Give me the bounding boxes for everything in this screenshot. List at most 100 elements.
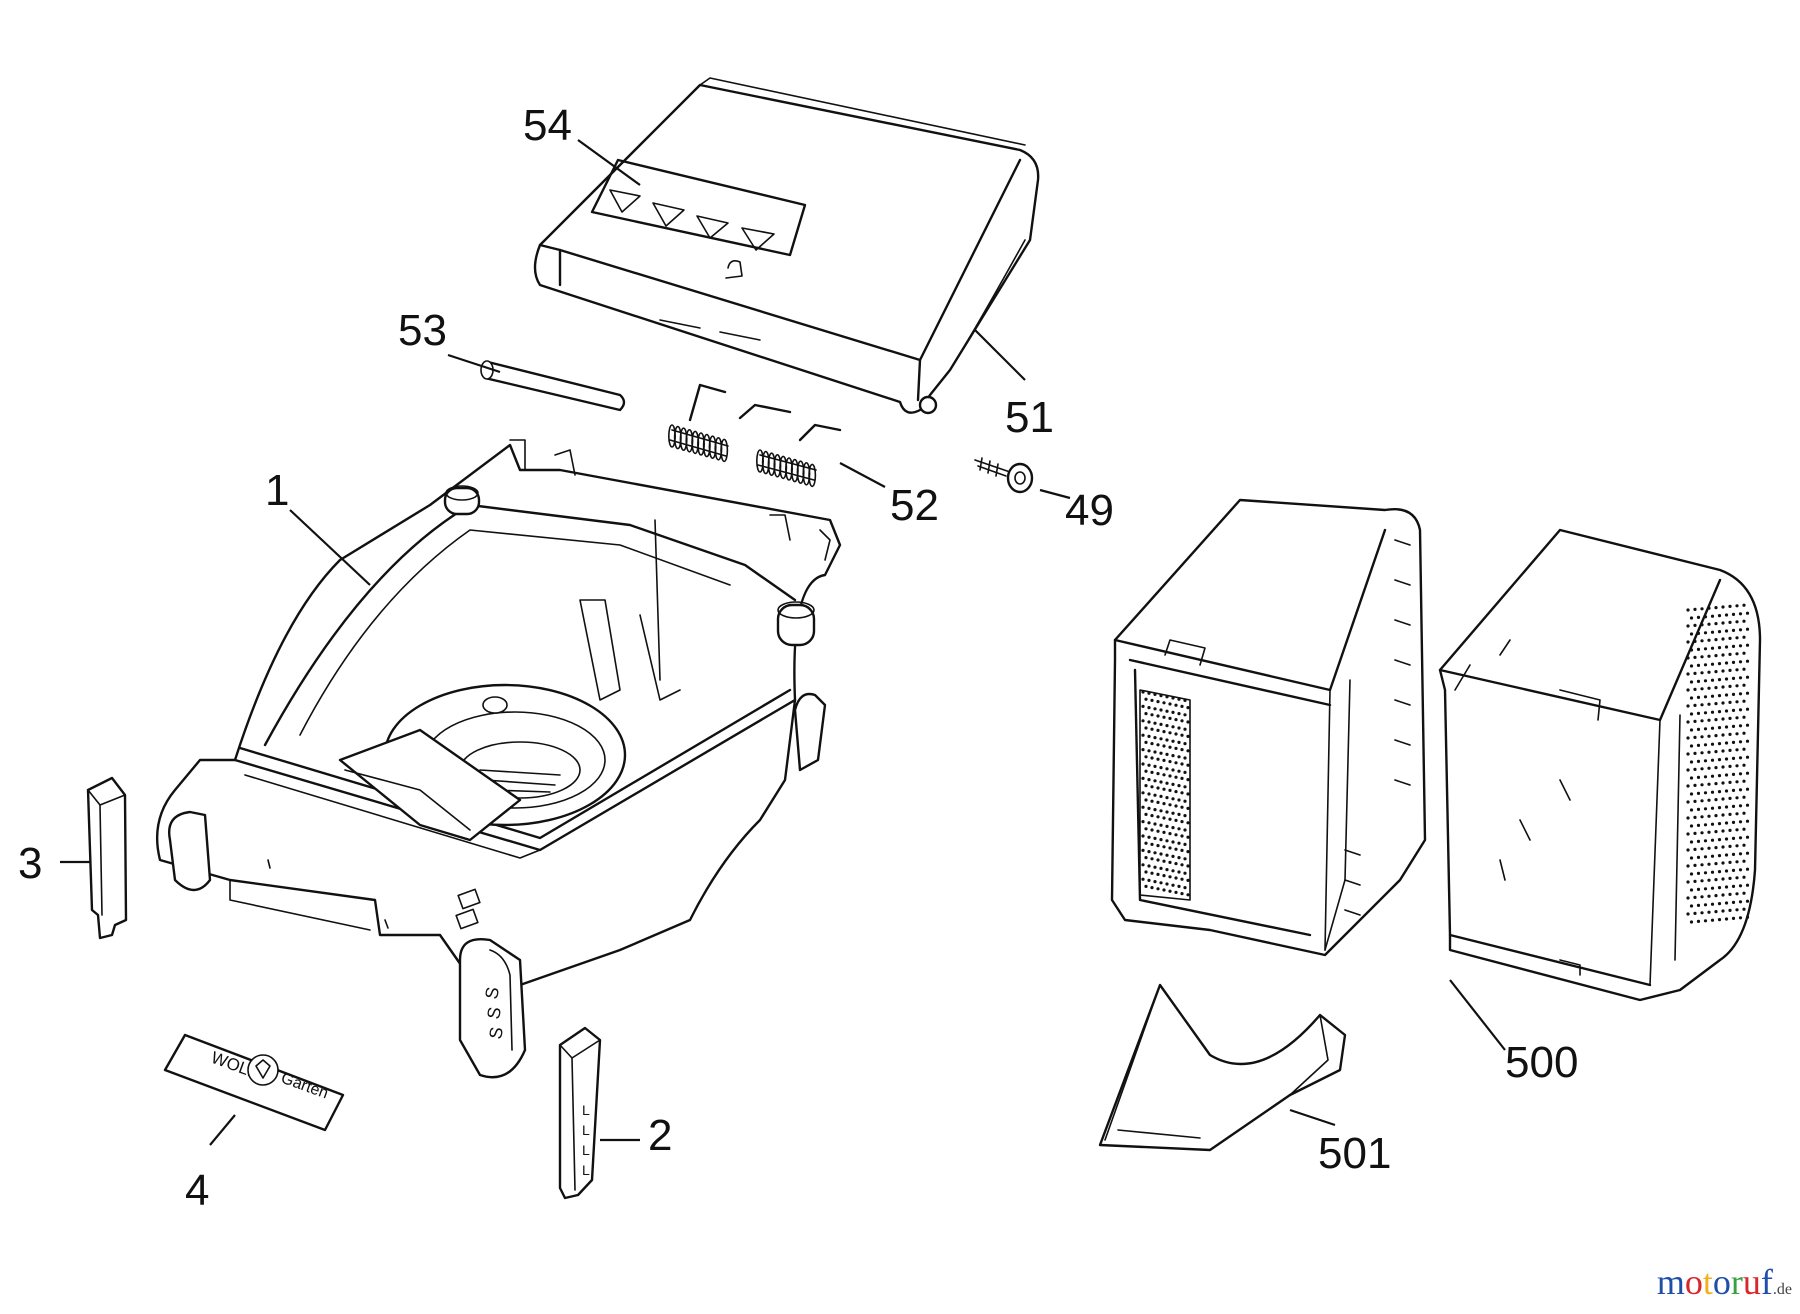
mesh-dot: [1731, 804, 1736, 809]
side-flap-left: [86, 776, 128, 940]
mesh-dot: [1731, 724, 1736, 729]
mesh-dot: [1717, 854, 1722, 858]
mesh-dot: [1724, 757, 1729, 761]
mesh-dot: [1177, 726, 1181, 730]
mesh-dot: [1700, 895, 1704, 899]
mesh-dot: [1168, 788, 1172, 793]
mesh-dot: [1721, 717, 1725, 721]
mesh-dot: [1186, 706, 1190, 710]
grass-catcher-chute: [1098, 983, 1347, 1152]
callout-3: 3: [18, 839, 42, 888]
mesh-dot: [1689, 904, 1694, 908]
grass-catcher-left-half: [1110, 498, 1427, 957]
mesh-dot: [1150, 713, 1154, 717]
mesh-dot: [1156, 800, 1160, 805]
mesh-dot: [1717, 758, 1722, 762]
mesh-dot: [1689, 648, 1694, 652]
mesh-dot: [1714, 814, 1718, 818]
rear-flap-cover: [533, 77, 1040, 415]
mesh-dot: [1156, 872, 1160, 877]
mesh-dot: [1693, 751, 1697, 756]
mesh-dot: [1156, 844, 1160, 848]
mesh-dot: [1686, 864, 1690, 868]
mesh-dot: [1714, 718, 1718, 722]
mesh-dot: [1686, 720, 1690, 724]
mesh-dot: [1168, 860, 1172, 865]
mesh-dot: [1162, 701, 1166, 705]
mesh-dot: [1731, 852, 1736, 857]
mesh-dot: [1177, 856, 1181, 860]
mesh-dot: [1731, 708, 1736, 713]
mesh-dot: [1742, 891, 1746, 895]
mesh-dot: [1724, 789, 1729, 793]
mesh-dot: [1177, 841, 1181, 845]
mesh-dot: [1703, 823, 1708, 827]
mesh-dot: [1186, 763, 1190, 767]
mesh-dot: [1150, 698, 1154, 703]
mesh-dot: [1703, 631, 1708, 635]
watermark-letter: o: [1684, 1262, 1703, 1302]
mesh-dot: [1735, 812, 1739, 816]
mesh-dot: [1735, 652, 1739, 656]
mesh-dot: [1171, 710, 1175, 715]
mesh-dot: [1696, 919, 1701, 924]
mesh-dot: [1689, 840, 1694, 844]
mesh-dot: [1742, 779, 1746, 783]
mesh-dot: [1186, 850, 1190, 854]
mesh-dot: [1728, 812, 1732, 817]
mesh-dot: [1745, 643, 1750, 647]
mesh-dot: [1689, 824, 1694, 828]
mesh-dot: [1156, 757, 1160, 761]
callout-500: 500: [1505, 1038, 1578, 1087]
mesh-dot: [1171, 826, 1175, 830]
mesh-dot: [1738, 660, 1743, 664]
mesh-dot: [1150, 886, 1154, 890]
mesh-dot: [1144, 841, 1148, 845]
mesh-dot: [1180, 776, 1184, 781]
callout-51: 51: [1005, 393, 1054, 442]
mesh-dot: [1745, 803, 1750, 807]
mesh-dot: [1700, 751, 1704, 755]
mesh-dot: [1700, 719, 1704, 723]
mesh-dot: [1738, 868, 1743, 872]
mesh-dot: [1714, 782, 1718, 786]
mesh-dot: [1707, 862, 1711, 866]
mesh-dot: [1150, 785, 1154, 789]
mesh-dot: [1703, 759, 1708, 763]
mesh-dot: [1721, 637, 1725, 641]
mesh-dot: [1177, 812, 1181, 817]
mesh-dot: [1693, 799, 1697, 804]
mesh-dot: [1745, 819, 1750, 823]
mesh-dot: [1728, 748, 1732, 753]
mesh-dot: [1717, 678, 1722, 682]
mesh-dot: [1147, 749, 1151, 753]
mesh-dot: [1703, 743, 1708, 747]
mesh-dot: [1742, 763, 1746, 767]
mesh-dot: [1177, 740, 1181, 745]
mesh-dot: [1738, 644, 1743, 648]
mesh-dot: [1689, 920, 1694, 924]
mesh-dot: [1168, 702, 1172, 706]
mesh-dot: [1186, 821, 1190, 825]
mesh-dot: [1735, 796, 1739, 800]
mesh-dot: [1745, 659, 1750, 663]
mesh-dot: [1183, 727, 1187, 731]
mesh-dot: [1153, 822, 1157, 826]
mesh-dot: [1168, 716, 1172, 721]
mesh-dot: [1696, 679, 1701, 684]
mesh-dot: [1165, 839, 1169, 843]
mesh-dot: [1728, 668, 1732, 673]
mesh-dot: [1731, 628, 1736, 633]
mesh-dot: [1141, 748, 1145, 752]
mesh-dot: [1745, 915, 1750, 919]
mesh-dot: [1721, 621, 1725, 625]
mesh-dot: [1696, 663, 1701, 668]
mesh-dot: [1696, 791, 1701, 796]
mesh-dot: [1696, 647, 1701, 652]
mesh-dot: [1731, 740, 1736, 745]
mesh-dot: [1714, 910, 1718, 914]
mesh-dot: [1735, 828, 1739, 832]
mesh-dot: [1162, 888, 1166, 892]
mesh-dot: [1159, 708, 1163, 712]
svg-text:L: L: [582, 1142, 590, 1158]
